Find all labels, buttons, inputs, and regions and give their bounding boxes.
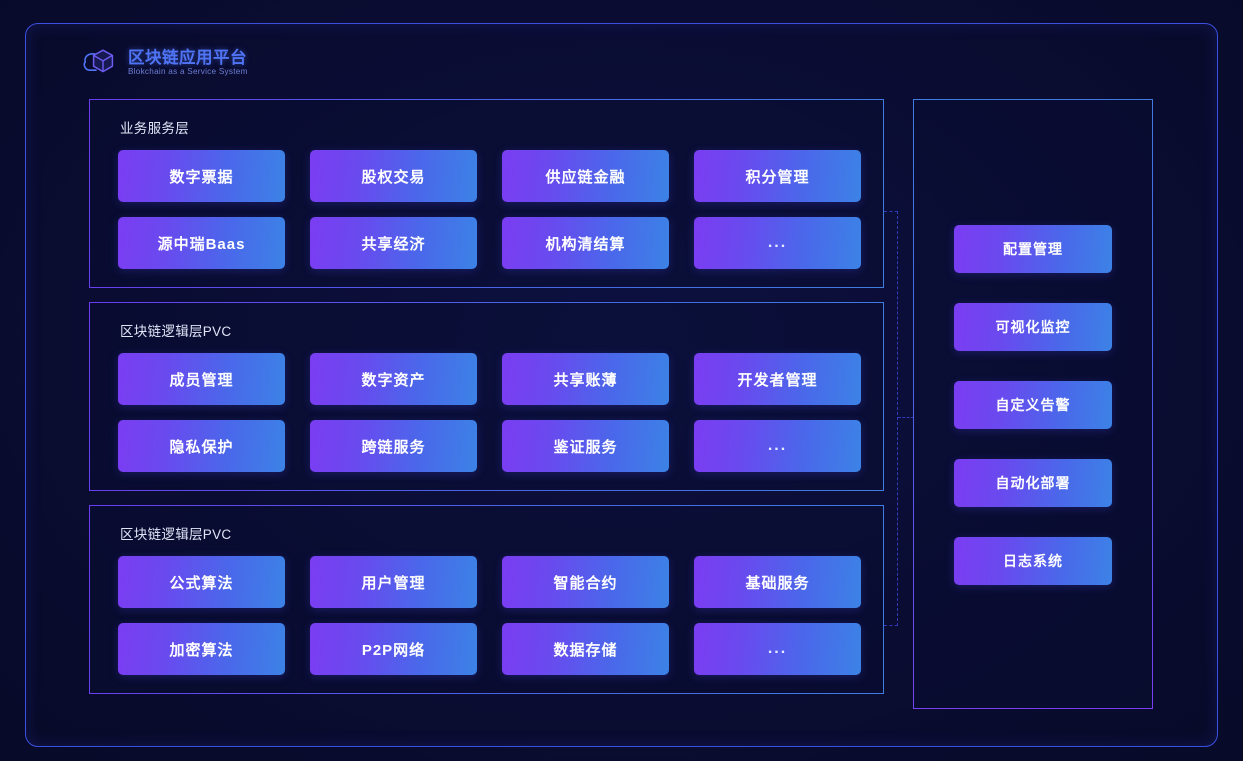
layer-title: 区块链逻辑层PVC: [120, 324, 232, 339]
brand-title: 区块链应用平台: [128, 48, 247, 67]
layer-stack: 业务服务层 数字票据 股权交易 供应链金融 积分管理 源中瑞Baas 共享经济 …: [89, 99, 884, 694]
layer-cell[interactable]: 积分管理: [694, 150, 861, 202]
layer-cell[interactable]: 用户管理: [310, 556, 477, 608]
layer-cell[interactable]: 跨链服务: [310, 420, 477, 472]
layer-title: 业务服务层: [120, 121, 189, 136]
layer-cell-more[interactable]: ...: [694, 217, 861, 269]
layer-cell[interactable]: 鉴证服务: [502, 420, 669, 472]
layer-cell-grid: 数字票据 股权交易 供应链金融 积分管理 源中瑞Baas 共享经济 机构清结算 …: [118, 150, 861, 269]
side-panel-list: 配置管理 可视化监控 自定义告警 自动化部署 日志系统: [914, 225, 1152, 585]
layer-cell[interactable]: 数字票据: [118, 150, 285, 202]
layer-panel-business: 业务服务层 数字票据 股权交易 供应链金融 积分管理 源中瑞Baas 共享经济 …: [89, 99, 884, 288]
layer-cell[interactable]: 共享经济: [310, 217, 477, 269]
layer-cell[interactable]: 基础服务: [694, 556, 861, 608]
layer-cell[interactable]: 数字资产: [310, 353, 477, 405]
layer-cell[interactable]: 加密算法: [118, 623, 285, 675]
side-panel-item[interactable]: 配置管理: [954, 225, 1112, 273]
layer-cell[interactable]: 成员管理: [118, 353, 285, 405]
side-panel-item[interactable]: 自定义告警: [954, 381, 1112, 429]
layer-title: 区块链逻辑层PVC: [120, 527, 232, 542]
side-panel-item[interactable]: 自动化部署: [954, 459, 1112, 507]
cube-cloud-logo-icon: [82, 45, 122, 81]
layer-cell[interactable]: 公式算法: [118, 556, 285, 608]
layer-cell[interactable]: P2P网络: [310, 623, 477, 675]
layer-cell-more[interactable]: ...: [694, 623, 861, 675]
outer-frame: [25, 23, 1218, 747]
layer-cell[interactable]: 机构清结算: [502, 217, 669, 269]
layer-cell[interactable]: 股权交易: [310, 150, 477, 202]
layer-cell[interactable]: 隐私保护: [118, 420, 285, 472]
side-panel: 配置管理 可视化监控 自定义告警 自动化部署 日志系统: [913, 99, 1153, 709]
brand-logo: 区块链应用平台 Blokchain as a Service System: [82, 44, 248, 82]
layer-cell[interactable]: 开发者管理: [694, 353, 861, 405]
layer-cell-more[interactable]: ...: [694, 420, 861, 472]
layer-cell[interactable]: 共享账薄: [502, 353, 669, 405]
layer-cell[interactable]: 供应链金融: [502, 150, 669, 202]
layer-cell-grid: 成员管理 数字资产 共享账薄 开发者管理 隐私保护 跨链服务 鉴证服务 ...: [118, 353, 861, 472]
layer-cell[interactable]: 数据存储: [502, 623, 669, 675]
layer-cell[interactable]: 源中瑞Baas: [118, 217, 285, 269]
side-panel-item[interactable]: 日志系统: [954, 537, 1112, 585]
brand-subtitle: Blokchain as a Service System: [128, 67, 248, 77]
layer-panel-logic-lower: 区块链逻辑层PVC 公式算法 用户管理 智能合约 基础服务 加密算法 P2P网络…: [89, 505, 884, 694]
layer-panel-logic-upper: 区块链逻辑层PVC 成员管理 数字资产 共享账薄 开发者管理 隐私保护 跨链服务…: [89, 302, 884, 491]
layer-cell-grid: 公式算法 用户管理 智能合约 基础服务 加密算法 P2P网络 数据存储 ...: [118, 556, 861, 675]
side-panel-item[interactable]: 可视化监控: [954, 303, 1112, 351]
layer-cell[interactable]: 智能合约: [502, 556, 669, 608]
